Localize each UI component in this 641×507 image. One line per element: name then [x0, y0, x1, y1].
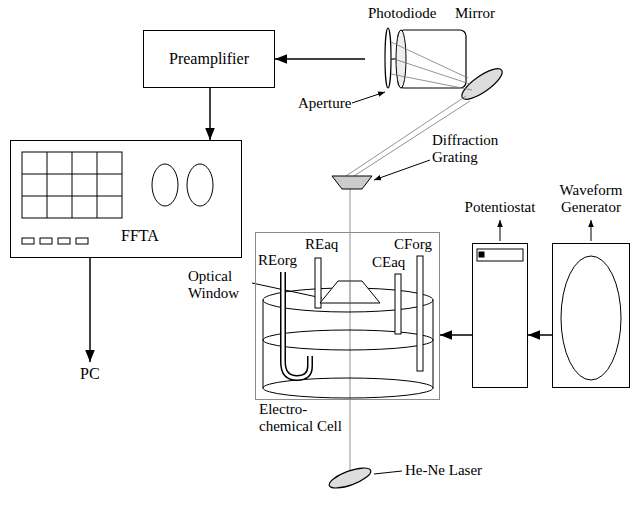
- optical-window-prism: [320, 281, 380, 303]
- cell-wall: [433, 300, 434, 388]
- instrument-box: Waveform Generator: [552, 243, 630, 388]
- light-beams: [346, 42, 472, 472]
- cell-bottom: [263, 378, 433, 398]
- laser-beam: [350, 281, 351, 303]
- leader-line: [352, 92, 385, 103]
- node-text: Waveform Generator: [546, 182, 636, 217]
- node-text: Photodiode: [368, 5, 436, 22]
- node-text: Potentiostat: [455, 199, 545, 216]
- electrode-rod: [395, 274, 401, 334]
- knob-symbol: [187, 164, 213, 206]
- signal-arrow: [440, 334, 472, 336]
- node-text: Electro- chemical Cell: [259, 401, 354, 436]
- mirror-symbol: [327, 464, 373, 492]
- button-symbol: [22, 238, 34, 244]
- computer-label: PC: [80, 362, 100, 383]
- light-beam: [391, 58, 470, 84]
- instrument-box: Potentiostat: [472, 243, 528, 388]
- node-text: Preamplifier: [169, 50, 249, 68]
- signal-arrow: [209, 88, 211, 140]
- indicator-square: [479, 252, 484, 257]
- instrument-details: [477, 249, 621, 380]
- signal-arrow: [528, 334, 552, 336]
- leader-line: [252, 283, 322, 298]
- electrode-label: REorg: [258, 252, 297, 269]
- connector-group: [90, 59, 552, 362]
- signal-arrow: [275, 58, 365, 60]
- light-beam: [391, 42, 468, 78]
- node-text: FFTA: [121, 227, 159, 245]
- grid-line: [97, 152, 98, 218]
- part-label: Aperture: [298, 95, 351, 112]
- electrode-label: REaq: [305, 236, 338, 253]
- knob-symbol: [152, 164, 178, 206]
- light-beam: [391, 74, 472, 90]
- reference-electrode-tube: [283, 272, 310, 378]
- electrode-rod: [315, 258, 321, 308]
- leader-lines: [252, 92, 591, 474]
- grid-line: [22, 174, 122, 175]
- liquid-interface: [263, 330, 433, 350]
- button-symbol: [76, 238, 88, 244]
- electrode-rod: [417, 256, 423, 371]
- part-label: Mirror: [455, 5, 495, 22]
- electrode-label: CForg: [394, 236, 432, 253]
- grid-line: [47, 152, 48, 218]
- leader-line: [500, 220, 501, 241]
- leader-line: [374, 160, 430, 180]
- mirror-symbol: [458, 64, 506, 105]
- node-text: PC: [80, 365, 100, 383]
- part-label: He-Ne Laser: [405, 462, 482, 479]
- screen-oval: [561, 256, 621, 380]
- signal-arrow: [89, 258, 91, 362]
- detector-unit: Photodiode: [365, 5, 470, 93]
- analyzer-panel: [22, 152, 213, 244]
- button-symbol: [58, 238, 70, 244]
- process-box: Preamplifier: [143, 30, 275, 88]
- analyzer-box: FFTA: [10, 140, 242, 258]
- cell-illustration: [263, 256, 433, 398]
- electrode-label: CEaq: [372, 254, 405, 271]
- leader-line: [374, 471, 402, 474]
- reference-electrode-tube: [283, 272, 310, 378]
- aperture-disk: [385, 28, 391, 88]
- screen-grid: [22, 152, 122, 218]
- grating-symbol: [332, 176, 372, 189]
- display-bar: [477, 249, 523, 261]
- grid-line: [72, 152, 73, 218]
- grid-line: [22, 196, 122, 197]
- part-label: Optical Window: [188, 268, 252, 303]
- cell-wall: [263, 300, 264, 388]
- photodiode-face: [396, 30, 406, 88]
- part-label: Diffraction Grating: [432, 132, 517, 167]
- button-symbol: [40, 238, 52, 244]
- leader-line: [591, 220, 592, 241]
